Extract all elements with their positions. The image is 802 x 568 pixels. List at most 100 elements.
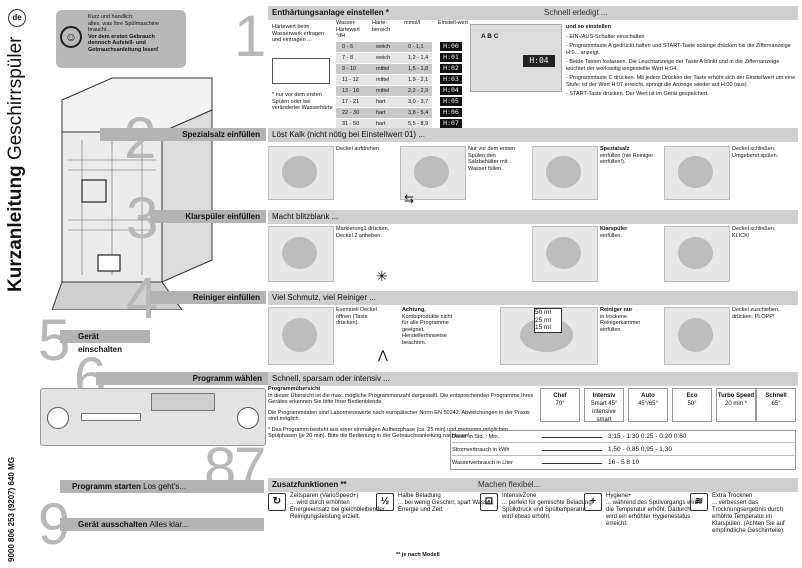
- howto-step: - Beide Tasten loslassen. Die Leuchtanze…: [566, 59, 780, 72]
- measure-labels: 50 ml 25 ml 15 ml: [534, 308, 562, 333]
- measure-25: 25 ml: [535, 316, 551, 324]
- language-badge: de: [8, 9, 26, 27]
- section8-label-rest: Los geht's...: [143, 482, 187, 491]
- consumption-table: [450, 430, 796, 470]
- intro-box: ☺ Kurz und handlich: alles, was Ihre Spü…: [56, 10, 186, 68]
- section8-label-bold: Programm starten: [72, 482, 141, 491]
- section3-label: Klarspüler einfüllen: [150, 210, 266, 223]
- norm-text: Die Programmdaten sind Labormesswerte na…: [268, 409, 530, 423]
- howto-step: - START-Taste drücken. Der Wert ist im G…: [566, 91, 709, 97]
- section7-right: Machen flexibel...: [478, 480, 541, 489]
- sparkle-icon: ✳: [376, 268, 388, 284]
- start-button[interactable]: [237, 407, 259, 429]
- note-text: * Das Programm besteht aus einer einmali…: [268, 426, 508, 440]
- setting-display: H:05: [440, 97, 462, 106]
- section2-bar: Löst Kalk (nicht nötig bei Einstellwert …: [268, 128, 798, 142]
- section7-title: Zusatzfunktionen **: [272, 480, 347, 489]
- section1-right: Schnell erledigt ...: [544, 8, 608, 17]
- intro-bold3: Gebrauchsanleitung lesen!: [88, 46, 159, 53]
- function-half-load: Halbe Beladung... bei wenig Geschirr, sp…: [398, 493, 494, 513]
- col-setting: Einstell-wert: [438, 20, 468, 26]
- section3-bar: Macht blitzblank ...: [268, 210, 798, 224]
- panel-display: [151, 393, 215, 411]
- section8-label: Programm starten Los geht's...: [60, 480, 264, 493]
- hardness-entry-box: [272, 58, 330, 84]
- section7-bar: Zusatzfunktionen ** Machen flexibel...: [268, 478, 798, 492]
- howto-step: - Programmtaste A gedrückt halten und ST…: [566, 43, 791, 56]
- section4-text2-bold: Achtung,: [402, 307, 426, 313]
- section3-text1: Markierung1 drücken, Deckel 2 anheben.: [336, 226, 390, 239]
- section9-label-bold: Gerät ausschalten: [78, 520, 148, 529]
- program-buttons[interactable]: [81, 413, 141, 421]
- section3-text3: Deckel schließen. KLICK!: [732, 226, 776, 239]
- overview-text: In dieser Übersicht ist die max. möglich…: [268, 392, 534, 406]
- section2-text1: Deckel aufdrehen.: [336, 146, 381, 152]
- section2-text3-bold: Spezialsalz: [600, 146, 630, 152]
- varispeed-icon: ↻: [268, 493, 286, 511]
- col-hardness: Wasser-Härtewert °dH: [336, 20, 360, 39]
- howto-step: - EIN-/AUS-Schalter einschalten: [566, 33, 645, 40]
- section6-bar-text: Schnell, sparsam oder intensiv ...: [272, 374, 390, 383]
- section9-label-rest: Alles klar...: [149, 520, 189, 529]
- hardness-text: Härtewert beim Wasserwerk erfragen und e…: [272, 24, 325, 43]
- step-number-1: 1: [234, 4, 267, 69]
- symbol-s-icon: ⇆: [404, 192, 415, 206]
- salt-fill-image: [532, 146, 598, 200]
- display-readout: H:04: [523, 55, 555, 67]
- intro-line2: alles, was Ihre Spülmaschine: [88, 20, 160, 27]
- section4-text4: Deckel zuschieben, drücken. PLOPP!: [732, 307, 780, 320]
- title-rest: Geschirrspüler: [5, 36, 26, 161]
- section2-text3: Spezialsalz einfüllen (nie Reiniger einf…: [600, 146, 656, 166]
- wash-icon: ⋀: [378, 348, 388, 362]
- section4-label: Reiniger einfüllen: [150, 291, 266, 304]
- section2-text3-rest: einfüllen (nie Reiniger einfüllen!).: [600, 152, 654, 166]
- howto-title: und so einstellen: [566, 24, 611, 30]
- intro-bold1: Vor dem ersten Gebrauch: [88, 33, 155, 40]
- function-extra-dry: Extra Trocknen... verbessert das Trocknu…: [712, 493, 785, 534]
- key-labels: A B C: [481, 33, 499, 40]
- detergent-open-image: [268, 307, 334, 365]
- section9-label: Gerät ausschalten Alles klar...: [60, 518, 264, 531]
- measure-50: 50 ml: [535, 309, 551, 316]
- setting-display: H:00: [440, 42, 462, 51]
- function-intensive-zone: IntensivZone... perfekt für gemischte Be…: [502, 493, 594, 520]
- measure-15: 15 ml: [535, 324, 551, 331]
- section2-bar-text: Löst Kalk (nicht nötig bei Einstellwert …: [272, 130, 425, 139]
- document-number: 9000 806 253 (9207) 640 MG: [7, 457, 16, 562]
- howto: und so einstellen - EIN-/AUS-Schalter ei…: [566, 24, 796, 98]
- setting-display: H:01: [440, 53, 462, 62]
- power-knob[interactable]: [47, 407, 69, 429]
- section4-text2: Achtung, Kombiprodukte nicht für alle Pr…: [402, 307, 460, 346]
- dishwasher-illustration: [52, 77, 213, 310]
- setting-display: H:02: [440, 64, 462, 73]
- section4-text3: Reiniger nur in trockene Reinigerkammer …: [600, 307, 660, 333]
- section1-bar: Enthärtungsanlage einstellen * Schnell e…: [268, 6, 798, 20]
- consumption-row: Dauer in Std. : Min.3:15 - 1:30 0:25 - 0…: [452, 431, 794, 443]
- control-panel-illustration: A B C H:04: [470, 24, 562, 92]
- section1-title: Enthärtungsanlage einstellen *: [272, 8, 389, 17]
- half-load-icon: ½: [376, 493, 394, 511]
- smiley-icon: ☺: [60, 26, 82, 48]
- setting-display: H:06: [440, 108, 462, 117]
- section2-text4: Deckel schließen. Umgebend spülen.: [732, 146, 779, 159]
- section2-label: Spezialsalz einfüllen: [100, 128, 266, 141]
- control-panel: [40, 388, 266, 446]
- section4-text3-bold: Reiniger nur: [600, 307, 633, 313]
- section5-label: Gerät einschalten: [60, 330, 150, 354]
- detergent-close-image: [664, 307, 730, 365]
- intro-line3: braucht...: [88, 27, 111, 33]
- salt-water-image: [400, 146, 466, 200]
- salt-close-image: [664, 146, 730, 200]
